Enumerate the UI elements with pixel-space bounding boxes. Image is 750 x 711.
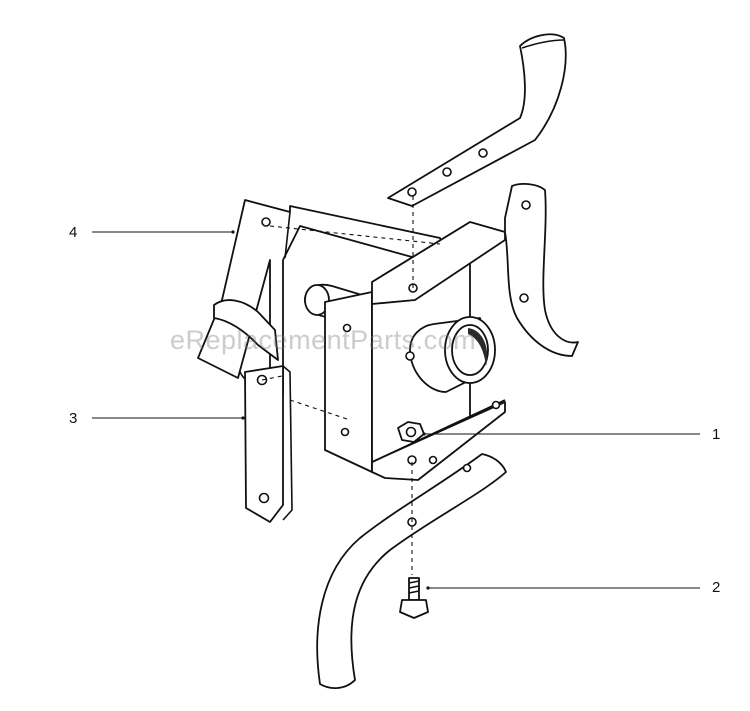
callout-label-1: 1	[712, 426, 721, 443]
vertical-strap	[244, 365, 293, 523]
hex-bolt	[399, 577, 429, 619]
right-tine	[504, 183, 579, 357]
callout-leaders	[92, 230, 700, 590]
upper-tine	[387, 33, 567, 207]
callout-label-4: 4	[69, 224, 78, 241]
axle-housing	[304, 221, 506, 481]
watermark-text: eReplacementParts.com	[170, 325, 477, 355]
assembly-centerlines	[261, 196, 441, 575]
callout-label-2: 2	[712, 579, 721, 596]
lower-tine	[316, 453, 507, 689]
callout-label-3: 3	[69, 410, 78, 427]
